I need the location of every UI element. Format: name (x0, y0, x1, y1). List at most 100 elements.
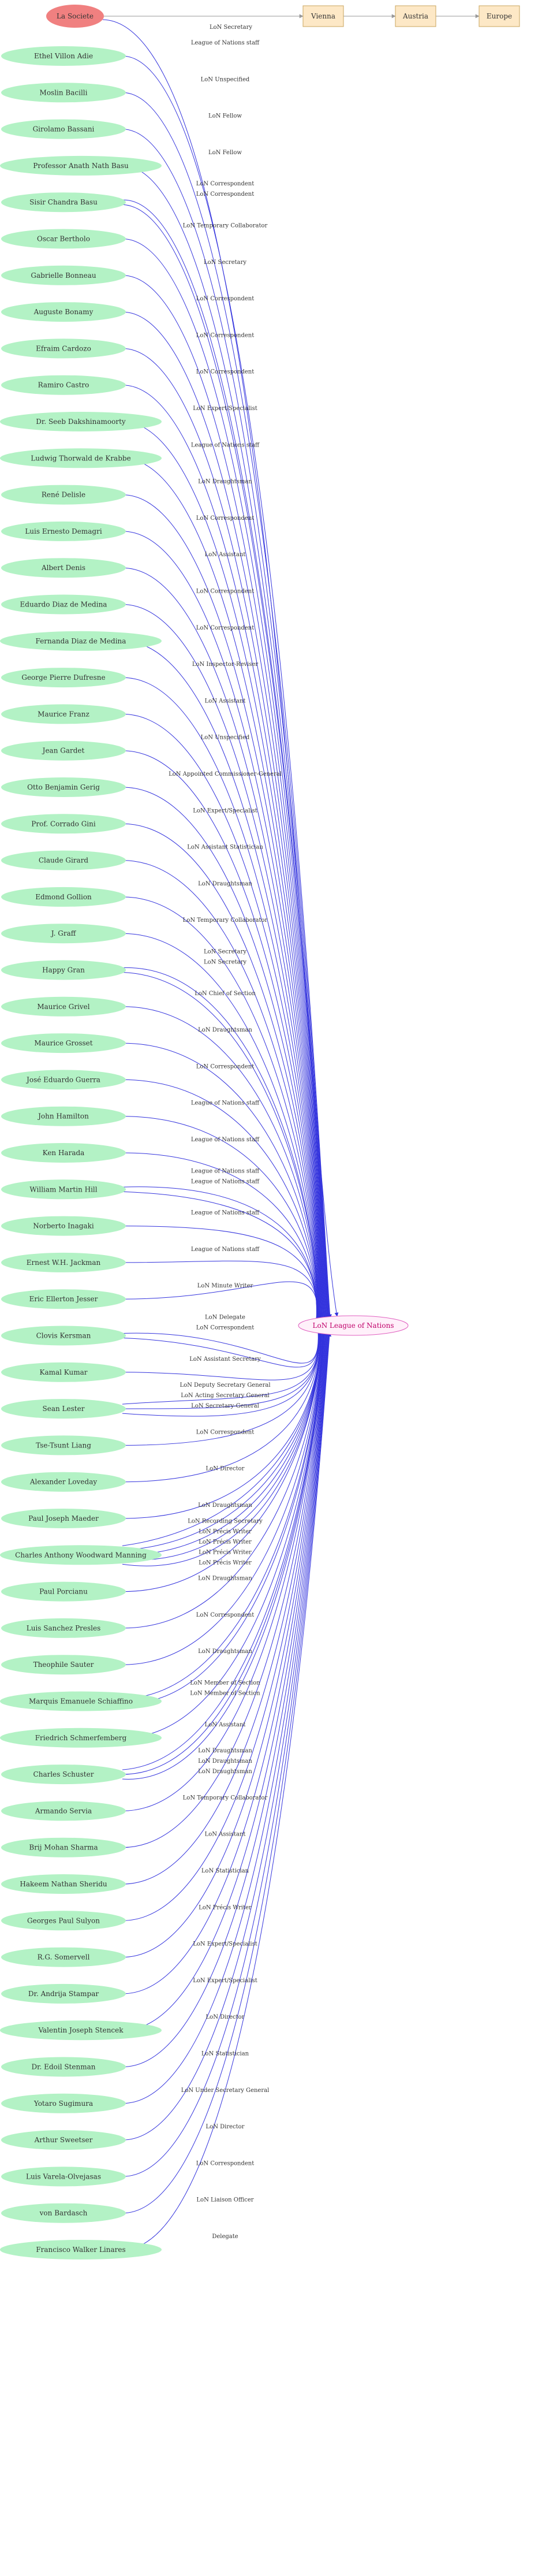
person-node-shape (1, 1765, 126, 1785)
person-node[interactable]: Oscar Bertholo (1, 229, 126, 249)
person-node[interactable]: Friedrich Schmerfemberg (0, 1728, 162, 1748)
person-node[interactable]: Jean Gardet (1, 740, 126, 761)
person-node[interactable]: Tse-Tsunt Liang (1, 1435, 126, 1455)
person-node-shape (1, 668, 126, 688)
person-node[interactable]: Gabrielle Bonneau (1, 265, 126, 285)
person-node[interactable]: Alexander Loveday (1, 1472, 126, 1492)
person-node[interactable]: Moslin Bacilli (1, 83, 126, 103)
person-node[interactable]: Valentin Joseph Stencek (0, 2020, 162, 2041)
edge-label: LoN Unspecified (201, 735, 250, 741)
person-node[interactable]: José Eduardo Guerra (1, 1070, 126, 1090)
person-node[interactable]: Brij Mohan Sharma (1, 1837, 126, 1857)
person-node[interactable]: Luis Ernesto Demagri (1, 521, 126, 541)
person-node[interactable]: Fernanda Diaz de Medina (0, 631, 162, 651)
person-node[interactable]: Auguste Bonamy (1, 302, 126, 322)
person-node[interactable]: Girolamo Bassani (1, 119, 126, 139)
person-node[interactable]: Georges Paul Sulyon (1, 1911, 126, 1931)
person-node[interactable]: John Hamilton (1, 1106, 126, 1126)
person-node-shape (1, 887, 126, 907)
person-node[interactable]: Dr. Seeb Dakshinamoorty (0, 412, 162, 431)
person-node[interactable]: Maurice Franz (1, 704, 126, 724)
person-node[interactable]: Edmond Gollion (1, 887, 126, 907)
place-node-1[interactable]: Vienna (302, 5, 344, 27)
person-node[interactable]: George Pierre Dufresne (1, 668, 126, 688)
edge-label: LoN Correspondent (196, 589, 255, 595)
edge-label: LoN Correspondent (196, 369, 255, 375)
hub-node[interactable]: LoN League of Nations (298, 1315, 409, 1336)
person-node[interactable]: Ernest W.H. Jackman (1, 1252, 126, 1272)
person-node-shape (0, 1545, 162, 1565)
person-node[interactable]: Professor Anath Nath Basu (0, 155, 162, 176)
person-node[interactable]: Ethel Villon Adie (1, 46, 126, 66)
person-node[interactable]: Claude Girard (1, 850, 126, 870)
person-node-shape (1, 485, 126, 505)
person-node[interactable]: Otto Benjamin Gerig (1, 777, 126, 797)
person-node[interactable]: Sisir Chandra Basu (1, 192, 126, 213)
person-node-shape (1, 1399, 126, 1419)
person-node[interactable]: Norberto Inagaki (1, 1216, 126, 1236)
person-node[interactable]: Happy Gran (1, 960, 126, 980)
edge-label: League of Nations staff (191, 1100, 260, 1107)
edge-person-hub (122, 348, 328, 1321)
edge-label: League of Nations staff (191, 1137, 260, 1143)
person-node[interactable]: Paul Porcianu (1, 1581, 126, 1602)
person-node[interactable]: R.G. Somervell (1, 1947, 126, 1967)
edge-label: League of Nations staff (191, 1246, 260, 1253)
person-node-label: Maurice Franz (38, 710, 89, 718)
person-node[interactable]: Sean Lester (1, 1399, 126, 1419)
person-node[interactable]: Prof. Corrado Gini (1, 814, 126, 834)
edge-label: LoN Secretary (204, 949, 246, 955)
person-node[interactable]: Maurice Grivel (1, 996, 126, 1017)
person-node[interactable]: Francisco Walker Linares (0, 2240, 162, 2259)
person-node-shape (1, 1216, 126, 1236)
person-node-shape (1, 119, 126, 139)
place-node-label: Europe (487, 12, 512, 20)
person-node[interactable]: Ludwig Thorwald de Krabbe (0, 448, 162, 468)
edge-person-hub (122, 967, 321, 1325)
person-node-shape (1, 83, 126, 103)
person-node-label: Hakeem Nathan Sheridu (20, 1880, 107, 1888)
person-node[interactable]: J. Graff (1, 924, 126, 944)
edge-person-hub (122, 823, 323, 1324)
person-node[interactable]: Clovis Kersman (1, 1326, 126, 1346)
person-node[interactable]: René Delisle (1, 485, 126, 505)
person-node[interactable]: Luis Sanchez Presles (1, 1618, 126, 1638)
person-node[interactable]: Paul Joseph Maeder (1, 1509, 126, 1528)
person-node[interactable]: Hakeem Nathan Sheridu (1, 1874, 126, 1894)
person-node[interactable]: Armando Servia (1, 1801, 126, 1821)
person-node[interactable]: Yotaro Sugimura (1, 2093, 126, 2113)
person-node[interactable]: Charles Anthony Woodward Manning (0, 1545, 162, 1565)
person-node[interactable]: Marquis Emanuele Schiaffino (0, 1691, 162, 1711)
person-node-shape (1, 1326, 126, 1346)
person-node[interactable]: Dr. Edoil Stenman (1, 2057, 126, 2077)
edge-person-hub (122, 896, 322, 1324)
person-node[interactable]: Dr. Andrija Stampar (1, 1983, 126, 2004)
person-node[interactable]: Theophile Sauter (1, 1655, 126, 1675)
place-node-2[interactable]: Austria (395, 5, 436, 27)
person-node[interactable]: Efraim Cardozo (1, 338, 126, 359)
edge-label: LoN Correspondent (196, 1612, 255, 1618)
person-node[interactable]: Ken Harada (1, 1143, 126, 1163)
edge-person-hub (122, 1328, 325, 1704)
person-node-label: John Hamilton (37, 1112, 89, 1121)
edge-label: LoN Draughtsman (198, 1769, 252, 1775)
person-node-shape (1, 1837, 126, 1857)
person-node-label: Moslin Bacilli (40, 88, 88, 96)
person-node[interactable]: Charles Schuster (1, 1765, 126, 1785)
person-node[interactable]: Eric Ellerton Jesser (1, 1289, 126, 1309)
person-node[interactable]: von Bardasch (1, 2203, 126, 2223)
person-node[interactable]: Albert Denis (1, 558, 126, 578)
person-node-shape (1, 2130, 126, 2150)
person-node-label: Prof. Corrado Gini (31, 820, 96, 828)
edge-person-hub (122, 1326, 320, 1364)
person-node[interactable]: Luis Varela-Olvejasas (1, 2166, 126, 2187)
person-node[interactable]: Kamal Kumar (1, 1362, 126, 1382)
person-node-label: Ken Harada (43, 1149, 85, 1157)
root-node[interactable]: La Societe (46, 5, 104, 28)
place-node-3[interactable]: Europe (479, 5, 520, 27)
person-node[interactable]: Ramiro Castro (1, 375, 126, 395)
person-node[interactable]: Arthur Sweetser (1, 2130, 126, 2150)
person-node[interactable]: Maurice Grosset (1, 1033, 126, 1054)
person-node[interactable]: William Martin Hill (1, 1179, 126, 1200)
person-node[interactable]: Eduardo Diaz de Medina (1, 594, 126, 615)
